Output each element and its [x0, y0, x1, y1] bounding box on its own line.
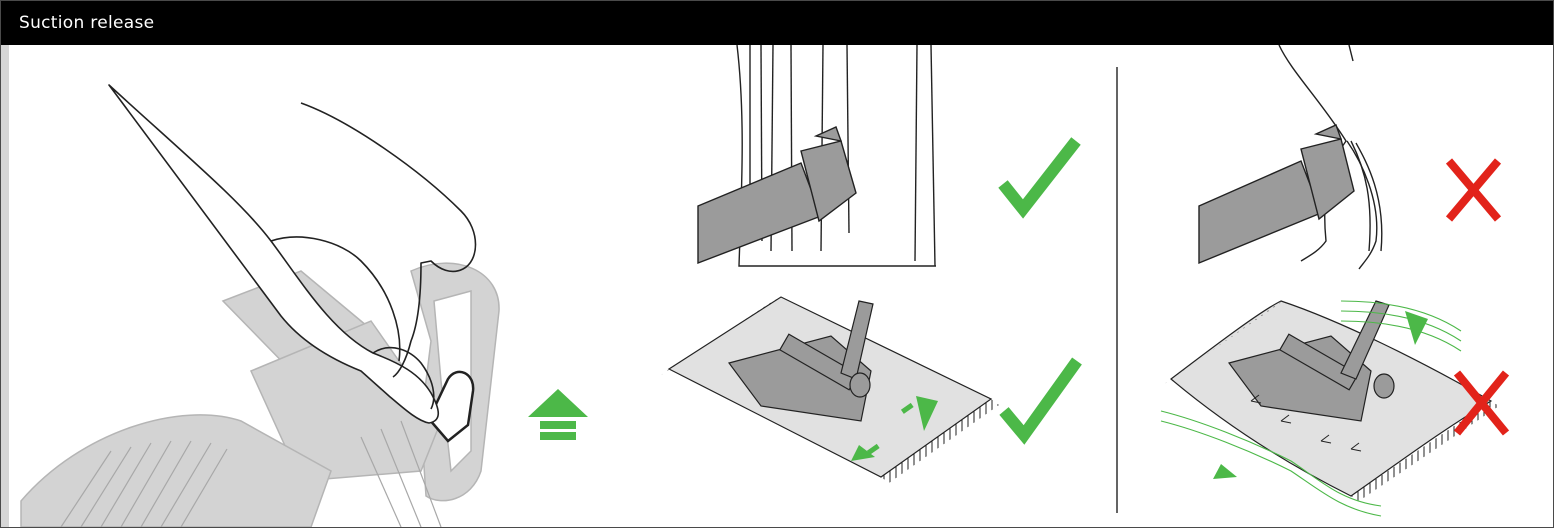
wand-pipe-correct — [698, 127, 856, 263]
arrow-up-icon — [528, 389, 588, 440]
check-icon — [1003, 141, 1076, 209]
rug-floor-tool-correct — [661, 297, 999, 483]
check-icon — [1004, 361, 1077, 435]
wand-pipe-blocked — [1199, 125, 1354, 263]
cross-icon — [1449, 161, 1498, 219]
hand-on-suction-release-illustration — [21, 85, 499, 527]
rug-floor-tool-blocked — [1163, 301, 1499, 501]
